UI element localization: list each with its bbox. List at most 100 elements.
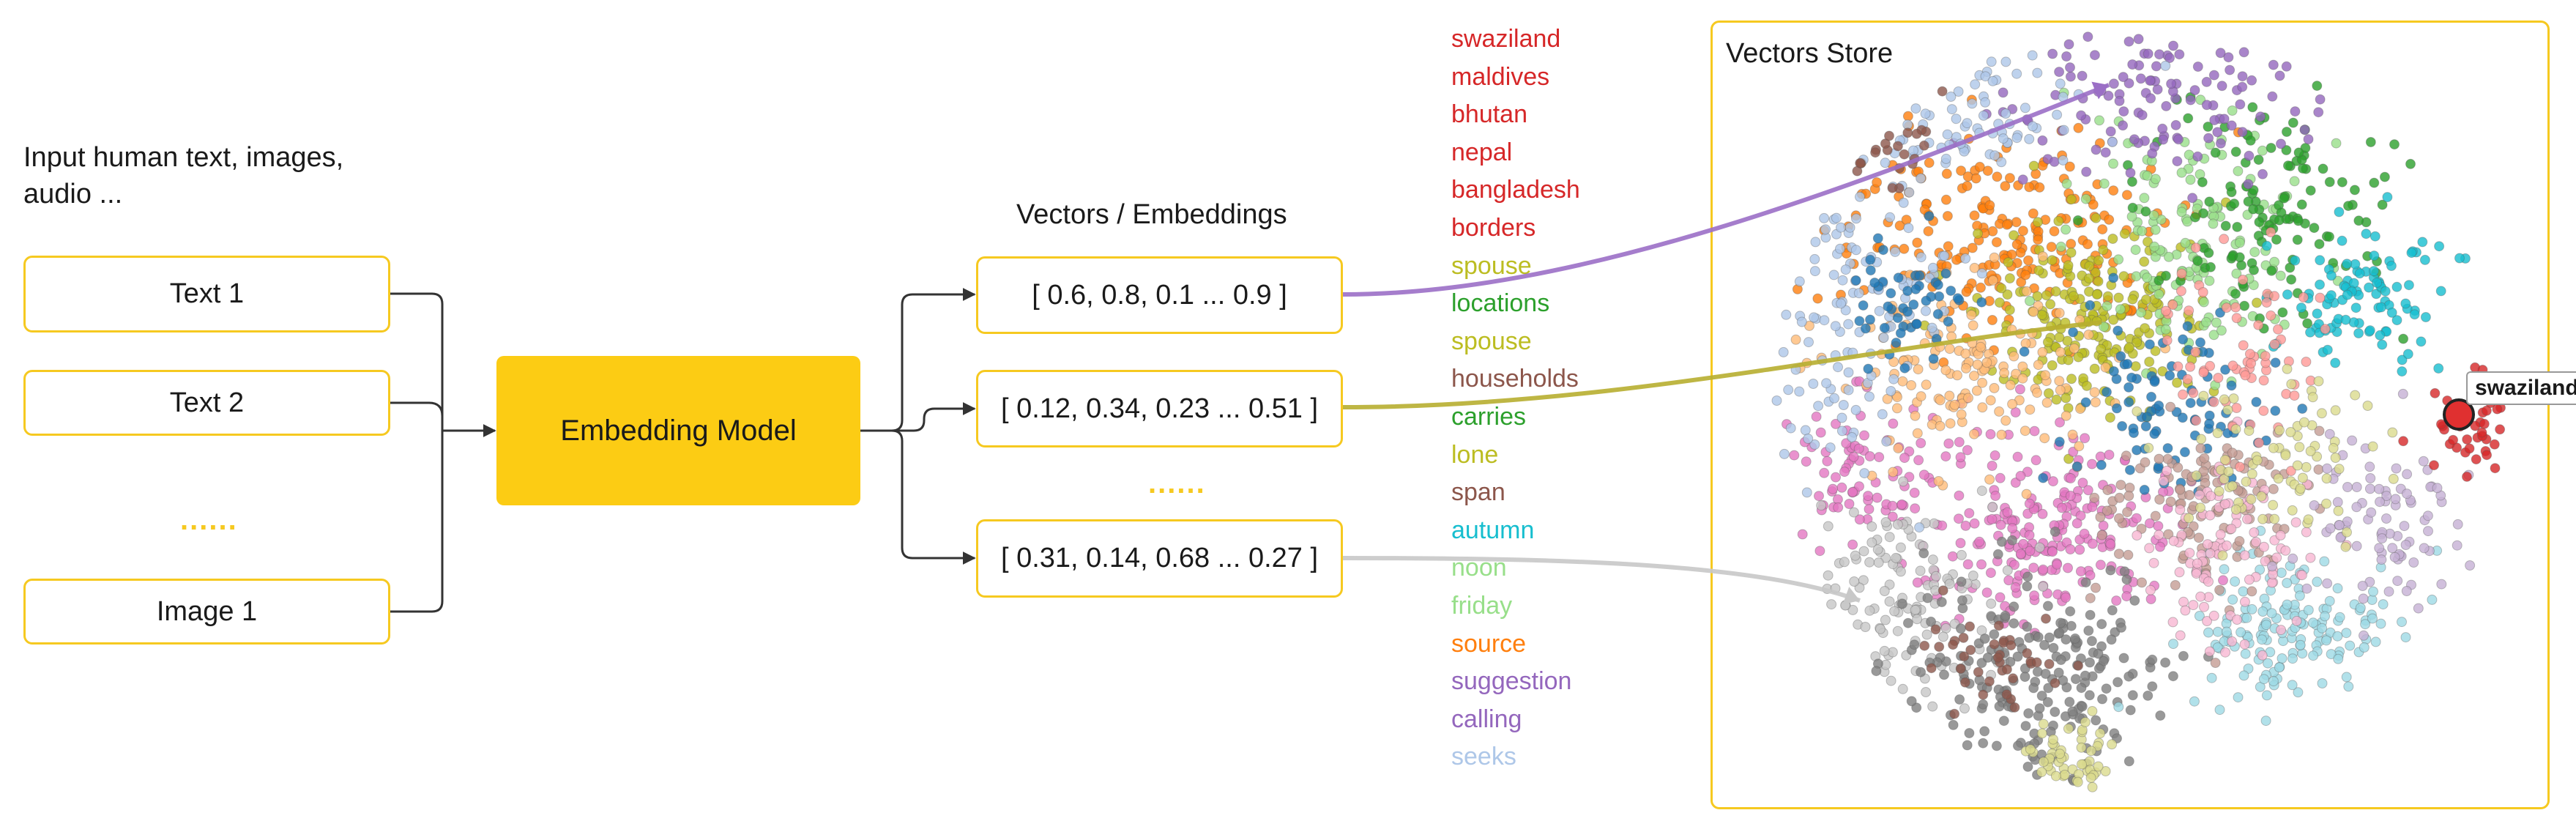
scatter-point-1039 [1981, 587, 1992, 598]
scatter-point-1046 [2037, 508, 2048, 519]
scatter-point-2445 [2322, 463, 2332, 474]
scatter-point-343 [2063, 260, 2074, 271]
scatter-point-849 [2330, 357, 2341, 368]
scatter-point-1012 [2087, 502, 2098, 513]
scatter-point-1212 [1888, 418, 1899, 429]
scatter-point-582 [2324, 177, 2335, 187]
scatter-point-1341 [2090, 397, 2101, 408]
scatter-point-574 [2349, 185, 2360, 196]
scatter-point-2667 [2198, 367, 2209, 378]
scatter-point-1058 [1990, 491, 2001, 501]
scatter-point-1788 [2238, 586, 2249, 597]
scatter-point-1364 [2021, 286, 2032, 297]
scatter-point-1301 [2037, 346, 2048, 357]
scatter-point-1097 [2047, 546, 2058, 557]
scatter-point-881 [2348, 278, 2359, 289]
scatter-point-2525 [1895, 327, 1906, 338]
word-1: maldives [1451, 62, 1550, 91]
scatter-point-1145 [1913, 455, 1924, 466]
scatter-point-2323 [2174, 567, 2185, 578]
scatter-point-713 [2143, 48, 2154, 59]
scatter-point-1856 [2333, 653, 2344, 664]
scatter-point-2668 [2190, 346, 2201, 357]
scatter-point-179 [2016, 277, 2027, 288]
scatter-point-1643 [1954, 694, 1965, 705]
scatter-point-2762 [2219, 394, 2230, 405]
scatter-point-101 [2108, 185, 2119, 196]
scatter-point-2598 [1937, 585, 1948, 596]
scatter-point-1507 [1902, 617, 1913, 628]
scatter-point-1930 [2215, 307, 2225, 318]
scatter-point-814 [2391, 281, 2402, 292]
scatter-point-1979 [1836, 426, 1847, 437]
scatter-point-2672 [2231, 313, 2242, 324]
scatter-point-1835 [2367, 613, 2378, 624]
scatter-point-1297 [1935, 420, 1946, 431]
scatter-point-827 [2397, 366, 2408, 377]
scatter-point-2168 [2188, 521, 2199, 532]
scatter-point-773 [2017, 174, 2028, 185]
scatter-point-719 [2212, 127, 2223, 138]
scatter-point-759 [2268, 59, 2279, 70]
scatter-point-655 [2232, 221, 2243, 232]
scatter-point-119 [2082, 239, 2093, 250]
scatter-point-624 [2249, 264, 2259, 275]
scatter-point-1474 [1849, 576, 1860, 587]
scatter-point-1256 [2040, 370, 2051, 381]
scatter-point-895 [2372, 278, 2383, 288]
scatter-point-2060 [1829, 393, 1840, 404]
scatter-point-2300 [2178, 596, 2189, 607]
scatter-point-2065 [1855, 191, 1865, 202]
scatter-point-2493 [2492, 404, 2503, 415]
scatter-point-2333 [2232, 614, 2243, 625]
scatter-point-801 [2054, 67, 2065, 78]
scatter-point-1691 [2024, 632, 2035, 643]
scatter-point-1390 [1929, 518, 1940, 529]
scatter-point-1942 [2220, 364, 2230, 375]
scatter-point-257 [2028, 160, 2039, 171]
scatter-point-2418 [2342, 516, 2353, 527]
scatter-point-2425 [2418, 456, 2429, 467]
vector-2-box: [ 0.12, 0.34, 0.23 ... 0.51 ] [976, 370, 1343, 447]
scatter-point-649 [2183, 113, 2194, 124]
scatter-point-1312 [1945, 418, 1956, 429]
scatter-point-1138 [1874, 452, 1885, 463]
scatter-point-1873 [2140, 421, 2151, 431]
scatter-point-1592 [1897, 598, 1907, 609]
scatter-point-1765 [2293, 687, 2304, 698]
scatter-point-890 [2290, 255, 2301, 266]
scatter-point-2521 [1865, 314, 1875, 325]
scatter-point-2399 [2322, 578, 2333, 589]
scatter-point-794 [2201, 100, 2212, 111]
scatter-point-2014 [1927, 322, 1937, 333]
scatter-point-1653 [2084, 690, 2095, 701]
scatter-point-1750 [2113, 702, 2124, 713]
scatter-point-835 [2337, 235, 2348, 246]
scatter-point-1096 [1964, 508, 1975, 519]
scatter-point-1137 [1955, 452, 1966, 463]
scatter-point-1960 [1850, 404, 1861, 415]
scatter-point-2451 [2387, 543, 2398, 554]
scatter-point-2455 [2423, 526, 2433, 537]
scatter-point-1275 [1994, 406, 2005, 417]
scatter-point-1306 [1916, 391, 1927, 402]
scatter-point-1621 [2009, 618, 2020, 629]
scatter-point-1371 [1910, 410, 1921, 421]
scatter-point-2566 [1884, 130, 1894, 141]
scatter-point-2708 [2063, 723, 2074, 734]
scatter-point-514 [2115, 304, 2126, 315]
scatter-point-1797 [2241, 612, 2252, 623]
scatter-point-764 [2114, 95, 2125, 106]
scatter-point-513 [2195, 94, 2206, 105]
scatter-point-2143 [1987, 75, 1998, 86]
scatter-point-2554 [1899, 149, 1910, 160]
scatter-point-1095 [2065, 473, 2076, 483]
scatter-point-2615 [2301, 357, 2312, 367]
scatter-point-2083 [1910, 103, 1921, 114]
scatter-point-1782 [2246, 603, 2257, 614]
scatter-point-830 [2420, 312, 2431, 322]
scatter-point-2184 [2163, 529, 2174, 540]
scatter-point-1959 [1783, 385, 1794, 395]
scatter-point-2654 [2269, 291, 2280, 302]
